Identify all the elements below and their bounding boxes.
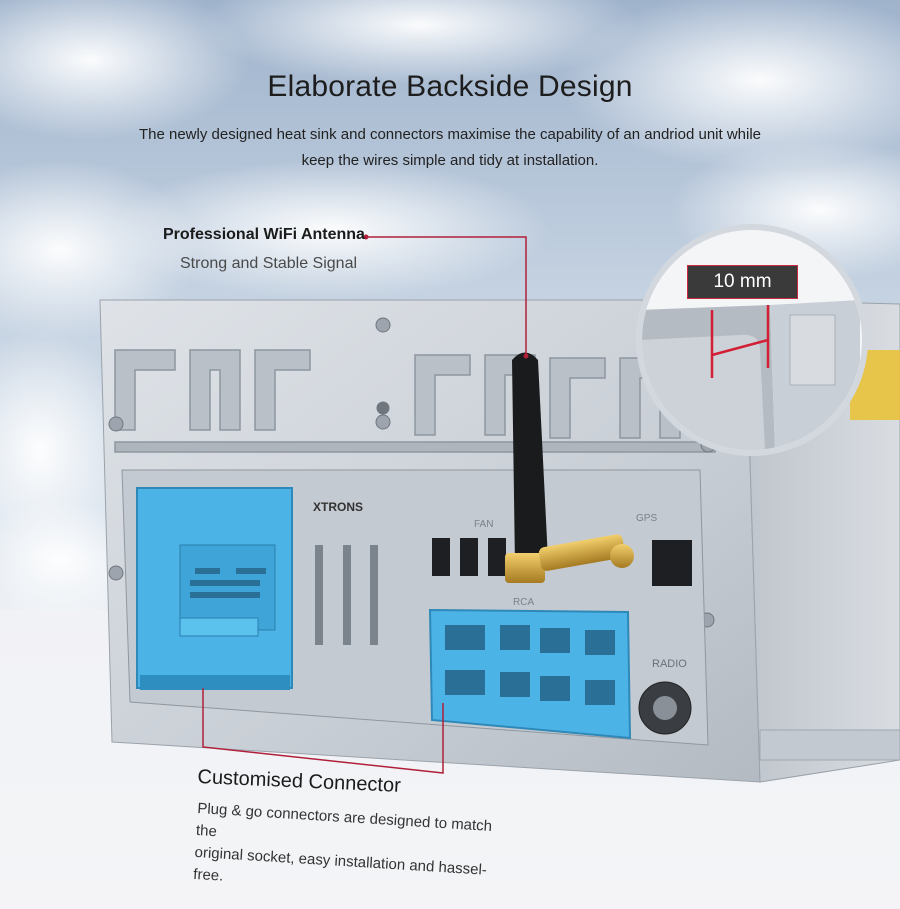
description-line-1: The newly designed heat sink and connect… [138, 126, 762, 143]
radio-label: RADIO [652, 658, 687, 670]
blue-rca-connector [428, 608, 632, 740]
rca-label: RCA [513, 597, 534, 608]
blue-iso-connector [136, 487, 293, 690]
page-title: Elaborate Backside Design [267, 70, 633, 103]
measurement-label: 10 mm [687, 265, 798, 299]
brand-logo: XTRONS [313, 500, 363, 514]
wifi-callout-subtitle: Strong and Stable Signal [180, 255, 358, 272]
wifi-callout-title: Professional WiFi Antenna [163, 226, 365, 243]
vent-slots [315, 545, 378, 645]
page-description: The newly designed heat sink and connect… [100, 122, 800, 174]
description-line-2: keep the wires simple and tidy at instal… [301, 152, 599, 169]
callout-lines [202, 236, 527, 774]
fan-label: FAN [474, 519, 493, 530]
port-block [432, 538, 692, 586]
gps-label: GPS [636, 513, 657, 524]
wifi-antenna [505, 352, 634, 583]
